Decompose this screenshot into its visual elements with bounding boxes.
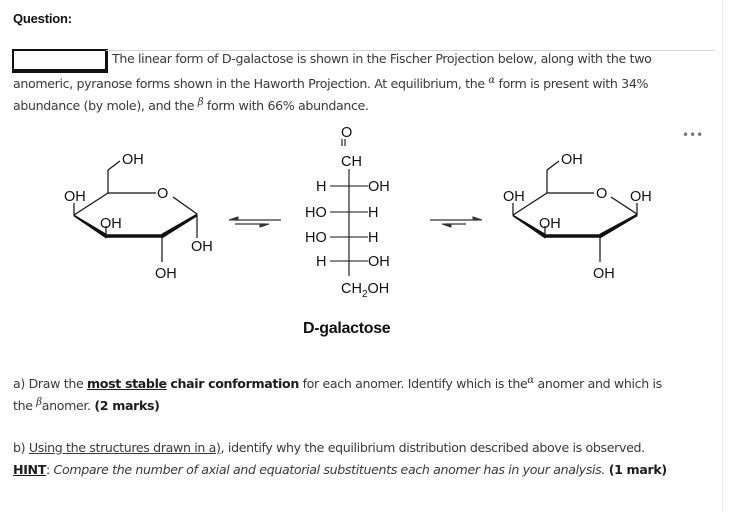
part-a-text: for each anomer. Identify which is the [302,376,528,391]
equilibrium-arrow-left [228,216,281,228]
intro-text: anomeric, pyranose forms shown in the Ha… [13,76,485,91]
fischer-c3-right: H [368,205,378,221]
alpha-symbol: α [488,75,495,86]
alpha-ring-oxygen: O [157,186,168,202]
more-options-button[interactable]: ••• [682,128,704,142]
fischer-c4-right: H [368,230,378,246]
hint-text: Compare the number of axial and equatori… [53,462,606,477]
ch2oh-subscript: 2 [362,289,368,300]
part-a-text: the [13,398,33,413]
fischer-projection [330,139,368,276]
ch2oh-suffix: OH [368,281,390,297]
question-header: Question: [13,11,72,26]
fischer-c4-left: HO [305,230,327,246]
beta-symbol: β [36,397,42,408]
panel-border [722,0,723,512]
alpha-c6-oh: OH [122,152,144,168]
alpha-symbol: α [527,375,534,386]
alpha-c1-oh: OH [191,239,213,255]
fischer-ch2oh: CH2OH [341,281,389,300]
beta-symbol: β [197,97,204,108]
alpha-haworth-structure [73,160,198,262]
part-b-text: b) [13,440,26,455]
fischer-aldehyde-ch: CH [341,154,362,170]
part-a-line-1: a) Draw the most stable chair conformati… [13,370,662,394]
part-a-text: anomer and which is [537,376,662,391]
alpha-c4-oh: OH [64,189,86,205]
intro-text: form is present with 34% [498,76,649,91]
intro-line-1: The linear form of D-galactose is shown … [112,51,652,66]
divider-line [106,50,714,51]
beta-c6-oh: OH [561,152,583,168]
beta-c1-oh: OH [630,189,652,205]
intro-text: abundance (by mole), and the [13,98,195,113]
beta-c4-oh: OH [503,189,525,205]
part-b-text: , identify why the equilibrium distribut… [220,440,646,455]
fischer-c3-left: HO [305,205,327,221]
hint-label: HINT [13,462,46,477]
fischer-aldehyde-oxygen: O [341,125,352,141]
figure-caption: D-galactose [303,320,391,337]
intro-line-2: anomeric, pyranose forms shown in the Ha… [13,70,648,94]
part-a-line-2: the βanomer. (2 marks) [13,392,160,416]
part-a-emphasis-chair: chair conformation [170,376,299,391]
equilibrium-arrow-right [430,216,483,228]
part-a-marks: (2 marks) [94,398,160,413]
intro-text: form with 66% abundance. [206,98,369,113]
ch2oh-prefix: CH [341,281,362,297]
alpha-c2-oh: OH [155,266,177,282]
fischer-c5-left: H [316,254,326,270]
part-a-emphasis-most-stable: most stable [87,376,167,391]
part-b-underlined: Using the structures drawn in a) [28,440,221,455]
intro-line-3: abundance (by mole), and the β form with… [13,92,369,116]
hint-colon: : [45,462,50,477]
answer-input-box[interactable] [12,49,108,73]
fischer-c2-left: H [316,179,326,195]
fischer-c2-right: OH [368,179,390,195]
beta-ring-oxygen: O [596,186,607,202]
part-b-marks: (1 mark) [608,462,667,477]
part-b-hint-line: HINT: Compare the number of axial and eq… [13,459,667,480]
alpha-c3-oh: OH [100,216,122,232]
beta-haworth-structure [512,160,638,262]
part-b-line-1: b) Using the structures drawn in a), ide… [13,437,645,458]
part-a-text: anomer. [41,398,91,413]
beta-c2-oh: OH [593,266,615,282]
fischer-c5-right: OH [368,254,390,270]
beta-c3-oh: OH [539,216,561,232]
part-a-text: a) Draw the [13,376,84,391]
